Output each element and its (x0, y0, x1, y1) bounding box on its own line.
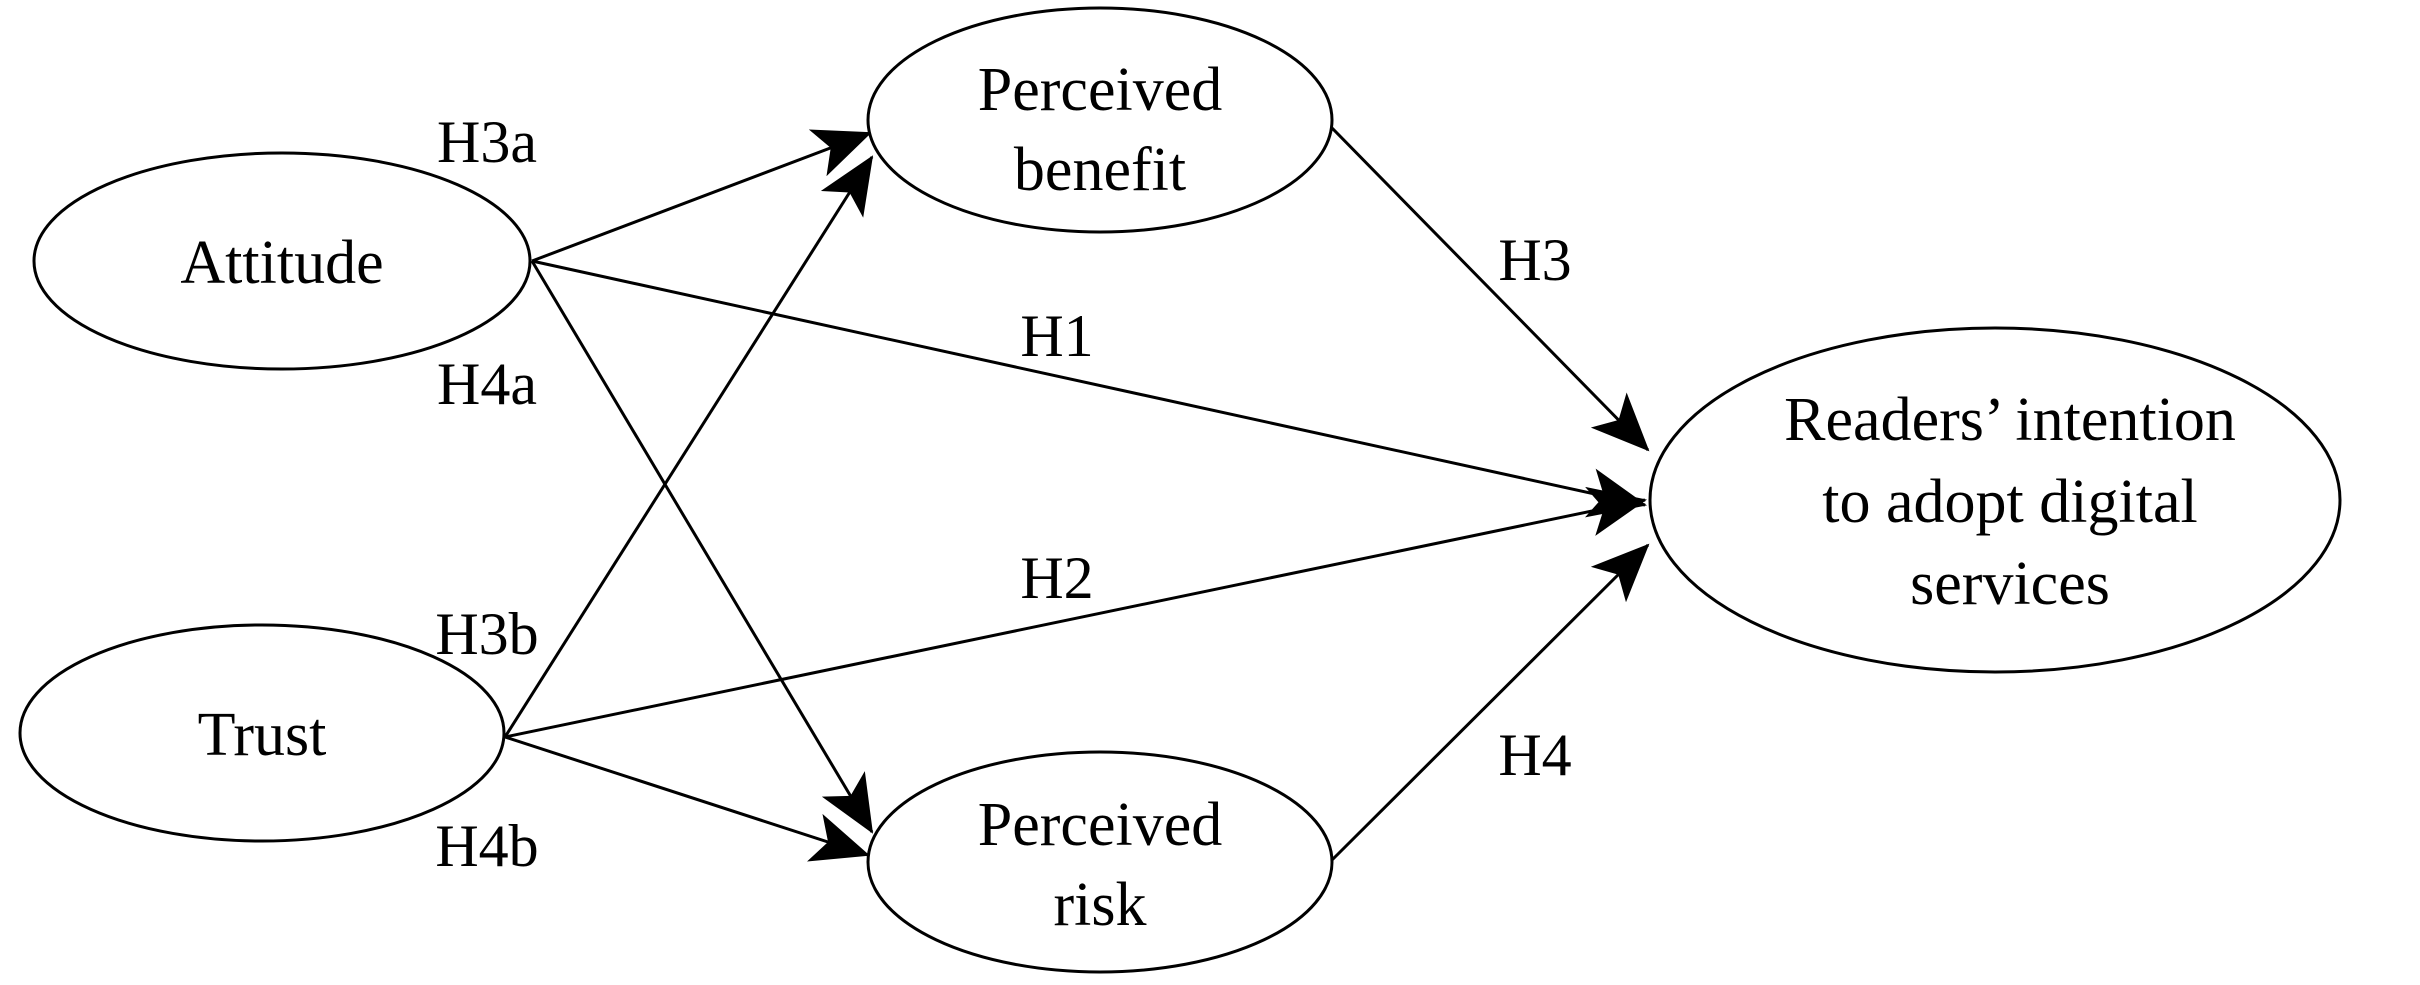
edge-labels: H3a H4a H1 H3b H4b H2 H3 H4 (435, 109, 1571, 879)
edge-label-h3b: H3b (435, 601, 538, 667)
node-readers-intention: Readers’ intention to adopt digital serv… (1648, 326, 2342, 674)
node-perceived-benefit-line1: Perceived (978, 56, 1222, 124)
edge-h2 (504, 486, 1647, 739)
node-perceived-benefit: Perceived benefit (866, 6, 1334, 234)
edge-h4a (530, 260, 874, 834)
edge-label-h4: H4 (1498, 722, 1571, 788)
node-attitude-label: Attitude (180, 229, 383, 297)
edge-h3b (503, 155, 874, 738)
node-attitude: Attitude (32, 151, 532, 371)
edge-label-h3a: H3a (437, 109, 537, 175)
node-trust: Trust (18, 623, 506, 843)
edge-label-h4b: H4b (435, 813, 538, 879)
node-trust-label: Trust (198, 701, 327, 769)
edge-h3 (1330, 126, 1650, 452)
node-readers-intention-line2: to adopt digital (1822, 468, 2197, 536)
edge-label-h1: H1 (1020, 303, 1093, 369)
edge-label-h3: H3 (1498, 227, 1571, 293)
node-perceived-risk-line2: risk (1054, 871, 1147, 939)
edges (503, 126, 1650, 862)
edge-label-h4a: H4a (437, 351, 537, 417)
node-readers-intention-line3: services (1910, 550, 2110, 618)
node-perceived-risk-line1: Perceived (978, 791, 1222, 859)
edge-h1 (531, 259, 1647, 518)
node-perceived-risk: Perceived risk (866, 750, 1334, 974)
node-perceived-benefit-line2: benefit (1014, 136, 1186, 204)
edge-h3a (531, 129, 872, 263)
edge-h4b (504, 735, 870, 862)
edge-h4 (1330, 543, 1650, 862)
node-readers-intention-line1: Readers’ intention (1784, 386, 2236, 454)
edge-label-h2: H2 (1020, 545, 1093, 611)
